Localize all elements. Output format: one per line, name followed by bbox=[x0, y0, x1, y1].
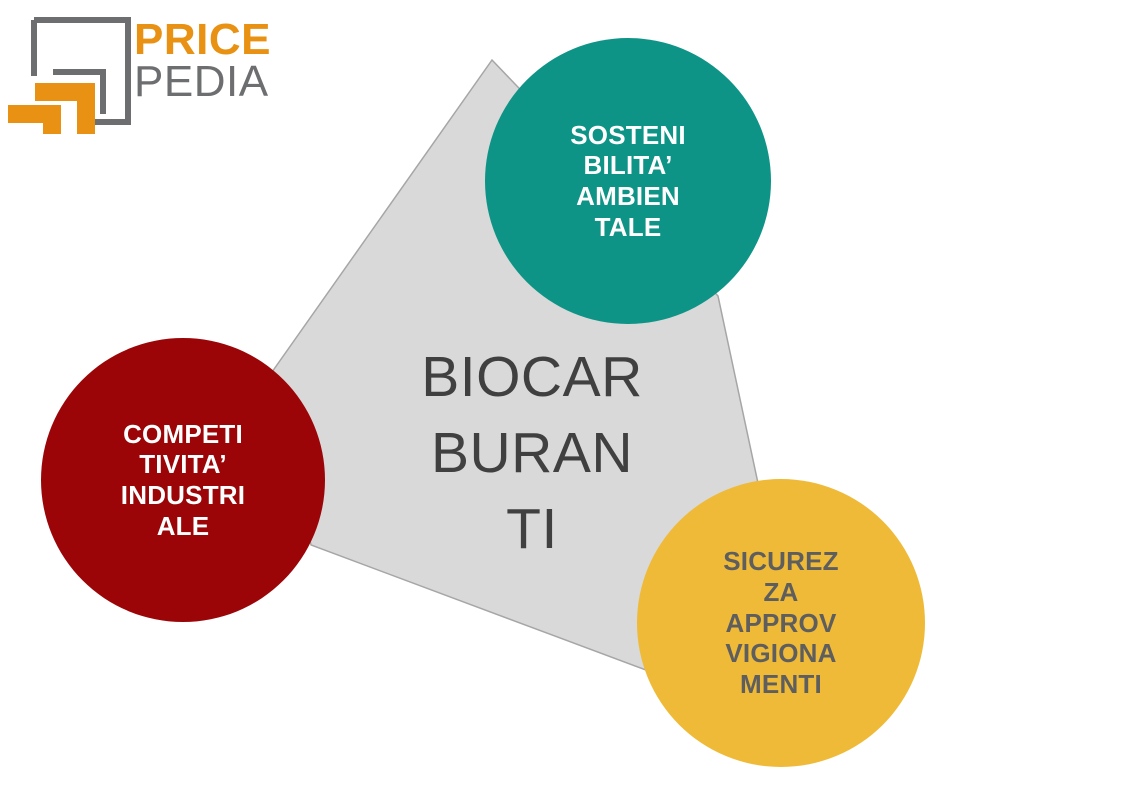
center-title: BIOCAR BURAN TI bbox=[421, 345, 643, 561]
node-sicurezza-approvvigionamenti[interactable]: SICUREZ ZA APPROV VIGIONA MENTI bbox=[637, 479, 925, 767]
logo-text-price: PRICE bbox=[134, 15, 271, 64]
node-label-sicurezza: SICUREZ ZA APPROV VIGIONA MENTI bbox=[723, 546, 839, 699]
node-competitivita-industriale[interactable]: COMPETI TIVITA’ INDUSTRI ALE bbox=[41, 338, 325, 622]
node-label-sostenibilita: SOSTENI BILITA’ AMBIEN TALE bbox=[570, 119, 686, 242]
node-label-competitivita: COMPETI TIVITA’ INDUSTRI ALE bbox=[120, 418, 246, 541]
pricepedia-logo-mark-icon bbox=[8, 14, 136, 134]
node-sostenibilita-ambientale[interactable]: SOSTENI BILITA’ AMBIEN TALE bbox=[485, 38, 771, 324]
pricepedia-wordmark: PRICE PEDIA bbox=[134, 15, 294, 130]
pricepedia-logo: PRICE PEDIA bbox=[8, 14, 288, 134]
logo-text-pedia: PEDIA bbox=[134, 57, 269, 107]
